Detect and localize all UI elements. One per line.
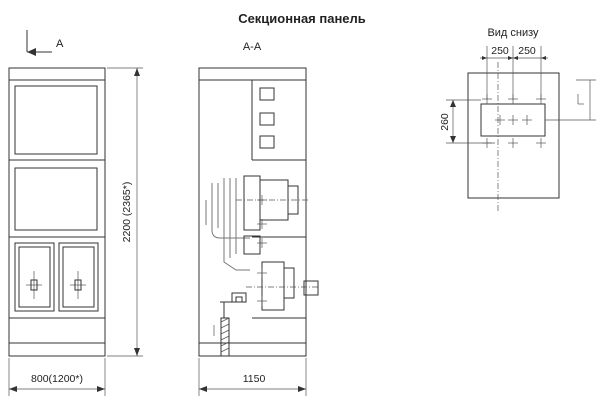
lower-left-door xyxy=(14,242,55,312)
grounding-rod xyxy=(220,317,230,357)
switchgear-unit xyxy=(205,175,310,271)
lower-right-door xyxy=(58,242,99,312)
height-dimension: 2200 (2365*) xyxy=(107,67,143,357)
fixing-points xyxy=(482,94,546,148)
section-label-a: A xyxy=(56,38,64,50)
lower-mechanism xyxy=(213,261,320,336)
side-view-title: A-A xyxy=(243,41,262,53)
middle-panel-window xyxy=(14,167,98,231)
door-handle-right xyxy=(70,271,86,299)
height-dim-label: 2200 (2365*) xyxy=(121,182,133,243)
depth-dimension: 1150 xyxy=(198,358,307,396)
bottom-dim-right: 250 xyxy=(518,45,536,57)
door-handle-left xyxy=(26,271,42,299)
bottom-dim-vertical: 260 xyxy=(439,113,451,131)
drawing-title: Секционная панель xyxy=(238,11,366,26)
side-cabinet-outline xyxy=(198,67,307,357)
upper-panel-window xyxy=(14,85,98,155)
bottom-view-title: Вид снизу xyxy=(487,27,539,39)
bottom-view: Вид снизу 250 250 260 xyxy=(439,27,596,212)
floor-outline xyxy=(467,72,560,199)
cabinet-outline xyxy=(8,67,106,357)
width-dimension: 800(1200*) xyxy=(8,358,106,396)
width-dim-label: 800(1200*) xyxy=(31,373,83,385)
depth-dim-label: 1150 xyxy=(243,373,266,385)
side-view: A-A xyxy=(198,41,320,396)
bottom-dim-left: 250 xyxy=(491,45,509,57)
front-view: A xyxy=(8,30,143,396)
section-arrow-a: A xyxy=(26,30,64,56)
